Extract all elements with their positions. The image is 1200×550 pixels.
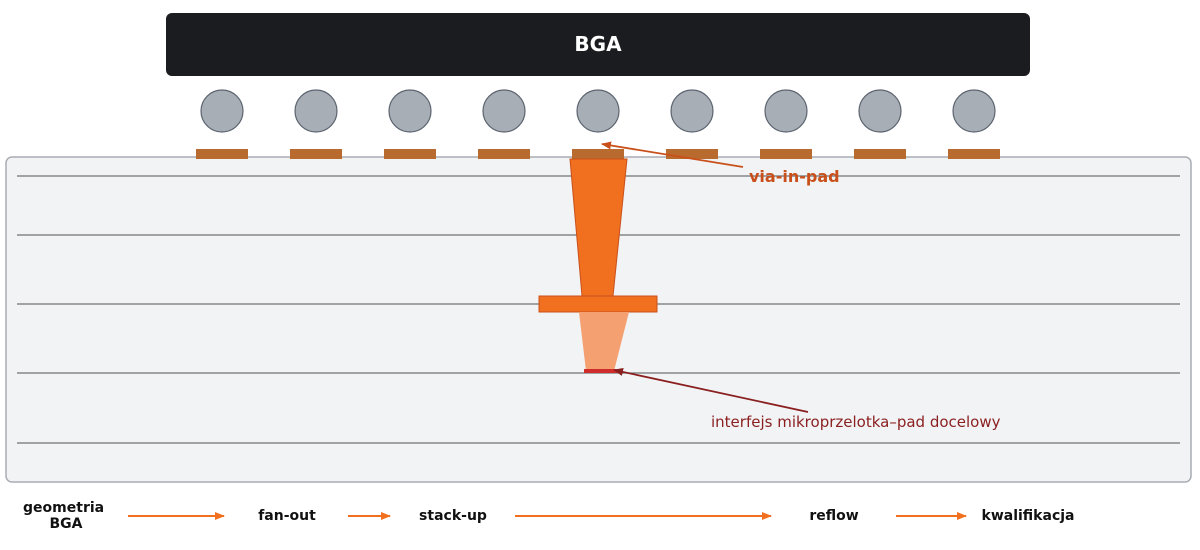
capture-pad <box>538 295 658 313</box>
interface-label: interfejs mikroprzelotka–pad docelowy <box>711 413 1001 431</box>
pcb-pad <box>666 149 718 159</box>
pcb-pad <box>572 149 624 159</box>
flow-step-reflow: reflow <box>809 508 858 524</box>
via-in-pad-label: via-in-pad <box>749 167 840 186</box>
interface-arrow <box>613 367 809 413</box>
via-in-pad-arrow <box>601 141 744 168</box>
flow-step-geometry: geometria BGA <box>23 500 109 532</box>
solder-ball <box>200 89 244 133</box>
pcb-pad <box>290 149 342 159</box>
solder-ball <box>670 89 714 133</box>
solder-ball <box>294 89 338 133</box>
solder-ball-row <box>200 89 996 133</box>
pcb-pad <box>478 149 530 159</box>
flow-step-fanout: fan-out <box>258 508 316 524</box>
flow-step-qualification: kwalifikacja <box>982 508 1075 524</box>
bga-chip-body <box>166 13 1030 76</box>
solder-ball <box>388 89 432 133</box>
flow-step-geometry-line1: geometria <box>23 500 104 516</box>
solder-ball <box>482 89 526 133</box>
bga-chip-label: BGA <box>574 32 622 56</box>
pcb-pad <box>948 149 1000 159</box>
flow-step-stackup: stack-up <box>419 508 487 524</box>
pcb-pad <box>760 149 812 159</box>
solder-ball <box>858 89 902 133</box>
pcb-pad <box>196 149 248 159</box>
pcb-pad <box>384 149 436 159</box>
microvia-target-pad-interface <box>584 369 618 373</box>
solder-ball <box>952 89 996 133</box>
solder-ball <box>764 89 808 133</box>
flow-step-geometry-line2: BGA <box>50 516 83 532</box>
pcb-pad-row <box>196 149 1000 159</box>
pcb-pad <box>854 149 906 159</box>
solder-ball <box>576 89 620 133</box>
via-lower-microvia <box>579 312 629 371</box>
